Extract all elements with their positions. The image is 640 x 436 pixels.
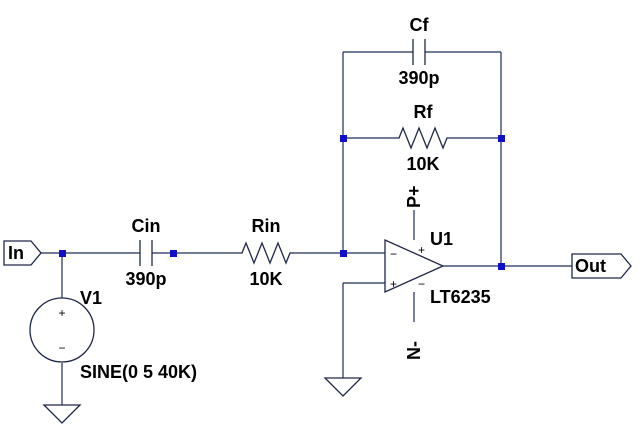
output-port-label: Out [575, 256, 606, 276]
junction-node-inverting [340, 250, 347, 257]
opamp-noninverting-mark: + [390, 277, 397, 291]
opamp-name-label: U1 [430, 229, 453, 249]
rf-resistor-symbol[interactable] [395, 126, 451, 150]
cin-value-label: 390p [125, 269, 166, 289]
rf-name-label: Rf [414, 102, 434, 122]
source-value-label: SINE(0 5 40K) [80, 362, 197, 382]
output-port[interactable] [571, 253, 632, 279]
rin-value-label: 10K [249, 269, 282, 289]
opamp-vminus-mark: − [418, 277, 425, 291]
supply-pos-label: P+ [404, 185, 424, 208]
cf-name-label: Cf [410, 15, 430, 35]
opamp-u1-symbol[interactable] [384, 238, 445, 294]
junction-node-rf-left [340, 135, 347, 142]
input-port-label: In [8, 243, 24, 263]
cin-name-label: Cin [132, 216, 161, 236]
ground-opamp-icon [323, 377, 363, 397]
source-minus-mark: − [58, 341, 65, 355]
cf-capacitor-symbol[interactable] [412, 39, 426, 65]
rf-value-label: 10K [406, 154, 439, 174]
rin-resistor-symbol[interactable] [238, 241, 294, 265]
junction-node-rf-right [498, 135, 505, 142]
input-port[interactable] [3, 240, 42, 266]
ground-source-icon [42, 404, 82, 424]
opamp-model-label: LT6235 [430, 287, 491, 307]
junction-node-input [59, 250, 66, 257]
source-name-label: V1 [80, 288, 102, 308]
opamp-inverting-mark: − [390, 247, 397, 261]
voltage-source-v1-symbol[interactable] [29, 297, 95, 363]
supply-neg-label: N- [404, 341, 424, 360]
opamp-vplus-mark: + [418, 243, 425, 257]
rin-name-label: Rin [252, 216, 281, 236]
junction-node-cin [170, 250, 177, 257]
cin-capacitor-symbol[interactable] [139, 240, 153, 266]
source-plus-mark: + [58, 306, 65, 320]
cf-value-label: 390p [398, 68, 439, 88]
junction-node-output [498, 263, 505, 270]
